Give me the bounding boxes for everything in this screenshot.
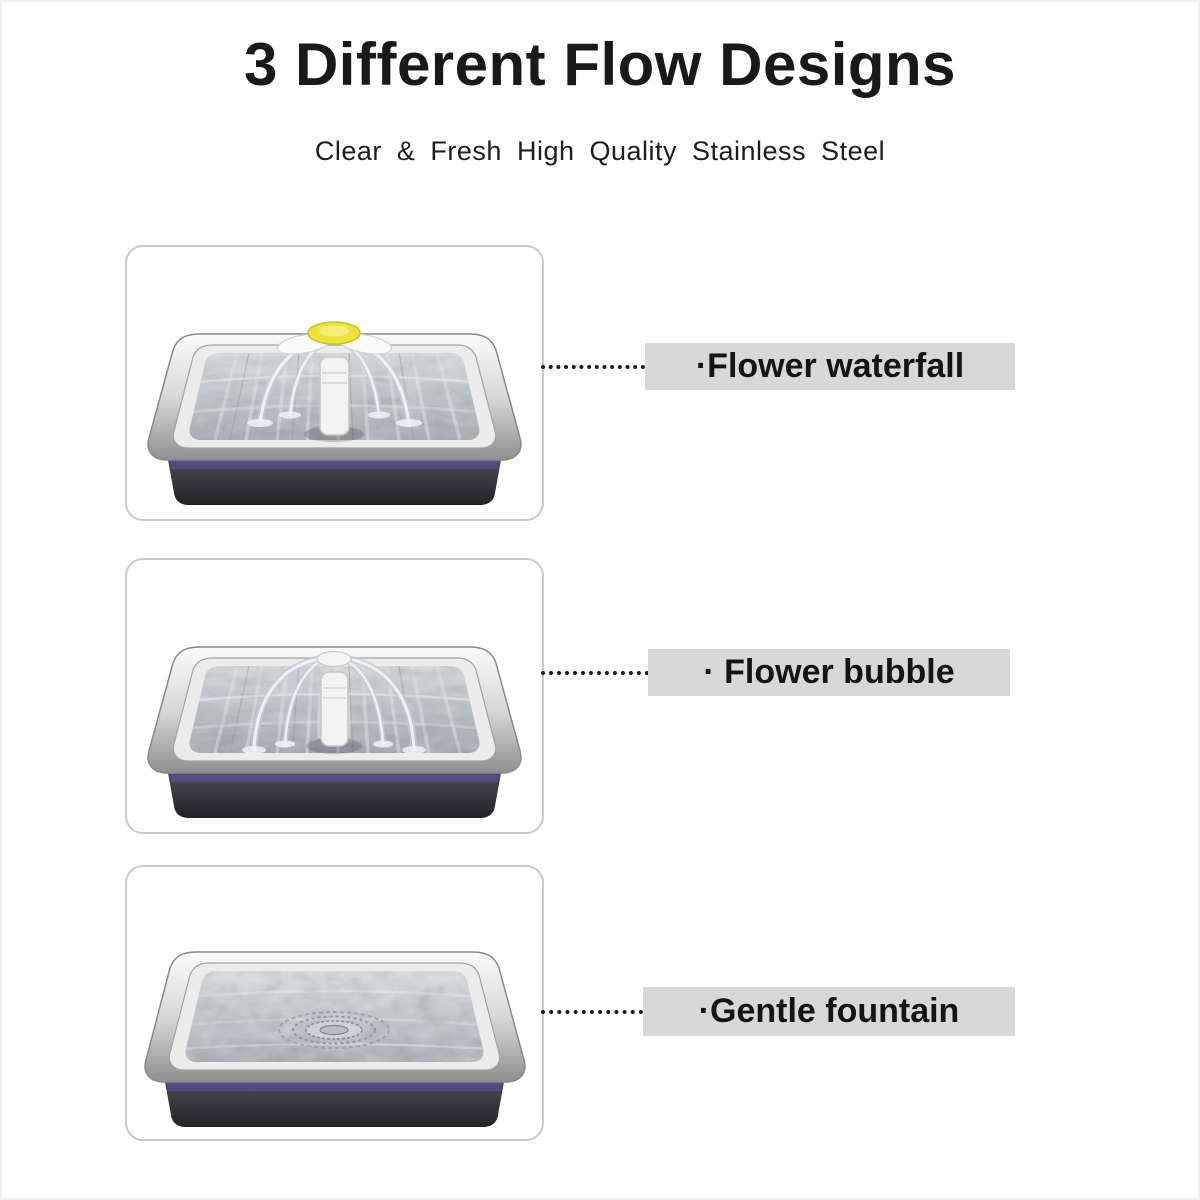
fountain-photo-gentle-fountain (125, 865, 544, 1141)
splash-marks (242, 740, 426, 754)
base-purple-accent (170, 773, 499, 782)
flower-waterfall-illustration (147, 321, 522, 505)
base-purple-accent (170, 460, 499, 469)
flower-cap-yellow (307, 321, 361, 345)
page-subtitle: Clear & Fresh High Quality Stainless Ste… (314, 136, 886, 166)
fountain-photo-flower-bubble (125, 558, 544, 834)
fountain-photo-flower-waterfall (125, 245, 544, 521)
leader-line-gentle (541, 1010, 643, 1014)
flow-label-flower-bubble: · Flower bubble (648, 649, 1010, 696)
leader-line-waterfall (541, 365, 645, 369)
leader-line-bubble (541, 671, 649, 675)
flow-label-gentle-fountain: ·Gentle fountain (643, 987, 1015, 1036)
ripple-rings (278, 1011, 390, 1049)
bubble-cap (316, 650, 352, 668)
flow-label-flower-waterfall: ·Flower waterfall (645, 343, 1015, 390)
fountain-stem (306, 671, 362, 754)
gentle-fountain-illustration (144, 951, 526, 1127)
fountain-base (168, 773, 501, 818)
flower-bubble-illustration (147, 646, 522, 818)
fountain-stem (304, 356, 364, 442)
splash-marks (247, 411, 422, 427)
fountain-base (168, 460, 501, 505)
base-purple-accent (167, 1082, 502, 1091)
fountain-base (165, 1082, 504, 1127)
page-title: 3 Different Flow Designs (243, 31, 957, 98)
water-surface (185, 971, 484, 1062)
